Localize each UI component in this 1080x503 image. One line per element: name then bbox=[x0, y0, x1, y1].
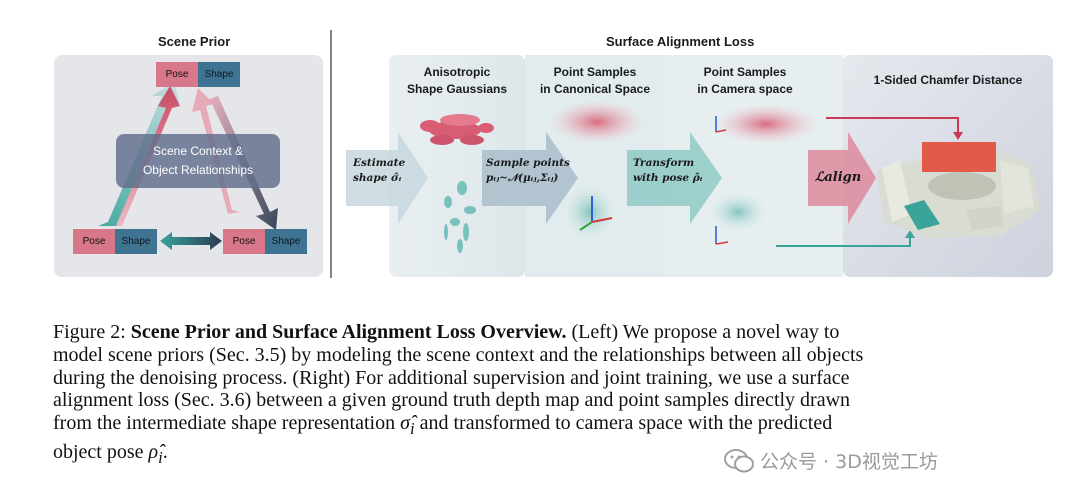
stage1-line2: Shape Gaussians bbox=[406, 82, 508, 96]
loss-label: ℒalign bbox=[815, 170, 862, 185]
stage1-title: Anisotropic Shape Gaussians bbox=[400, 64, 514, 98]
red-gaussians bbox=[420, 114, 494, 145]
caption-line-4: alignment loss (Sec. 3.6) between a give… bbox=[53, 389, 851, 412]
double-arrow bbox=[160, 232, 222, 250]
scene-prior-title: Scene Prior bbox=[158, 34, 231, 49]
caption-line-3: during the denoising process. (Right) Fo… bbox=[53, 366, 850, 389]
canonical-teal-cloud bbox=[564, 184, 616, 240]
step-arrow-3 bbox=[627, 132, 722, 224]
step3-label: Transform with pose ρ̂ᵢ bbox=[633, 156, 702, 186]
step2-line1: Sample points bbox=[486, 157, 570, 169]
caption-lead: Figure 2: bbox=[53, 321, 131, 343]
step1-line2: shape σ̂ᵢ bbox=[353, 172, 402, 184]
teal-connector bbox=[776, 236, 911, 247]
watermark-text: 公众号 · 3D视觉工坊 bbox=[760, 451, 938, 473]
step-arrow-4 bbox=[808, 132, 876, 224]
caption-line5-a: from the intermediate shape representati… bbox=[53, 412, 401, 435]
step2-label: Sample points pᵢⱼ~𝒩(μᵢⱼ,Σᵢⱼ) bbox=[486, 156, 570, 186]
watermark: 公众号 · 3D视觉工坊 bbox=[724, 447, 938, 474]
caption-line1-rest: (Left) We propose a novel way to bbox=[566, 321, 840, 343]
step3-line2: with pose ρ̂ᵢ bbox=[633, 172, 703, 184]
pose-shape-top: Pose Shape bbox=[156, 62, 240, 87]
caption-line-5: from the intermediate shape representati… bbox=[53, 412, 1053, 441]
figure-graphics bbox=[54, 30, 1053, 278]
scene-context-box: Scene Context & Object Relationships bbox=[116, 134, 280, 188]
step1-line1: Estimate bbox=[353, 157, 406, 169]
red-connector bbox=[826, 117, 959, 134]
wechat-icon bbox=[724, 448, 754, 472]
caption-line5-b: and transformed to camera space with the… bbox=[414, 412, 833, 435]
canonical-red-cloud bbox=[549, 100, 645, 144]
step-arrow-2 bbox=[482, 132, 578, 224]
arrow-left-red bbox=[104, 86, 180, 226]
sigma-symbol: σ̂ bbox=[400, 412, 410, 435]
caption-line-2: model scene priors (Sec. 3.5) by modelin… bbox=[53, 343, 864, 366]
camera-teal-cloud bbox=[708, 192, 768, 232]
figure-caption: Figure 2: Scene Prior and Surface Alignm… bbox=[53, 321, 1053, 470]
pose-label: Pose bbox=[73, 229, 115, 254]
pose-label: Pose bbox=[156, 62, 198, 87]
step-arrow-1 bbox=[346, 132, 428, 224]
shape-label: Shape bbox=[115, 229, 157, 254]
surface-alignment-title: Surface Alignment Loss bbox=[606, 34, 755, 49]
context-line-2: Object Relationships bbox=[142, 163, 254, 177]
sigma-subscript: i bbox=[409, 419, 415, 439]
stage3-title: Point Samples in Camera space bbox=[680, 64, 810, 98]
stage3-line1: Point Samples bbox=[703, 65, 787, 79]
pose-shape-bottom-right: Pose Shape bbox=[223, 229, 307, 254]
pose-label: Pose bbox=[223, 229, 265, 254]
stage4-title: 1-Sided Chamfer Distance bbox=[873, 73, 1023, 87]
step3-line1: Transform bbox=[633, 157, 695, 169]
context-line-1: Scene Context & bbox=[152, 144, 244, 158]
figure: Scene Prior Surface Alignment Loss Pose … bbox=[54, 30, 1053, 278]
caption-line-6: object pose ρ̂i. bbox=[53, 441, 1053, 470]
step1-label: Estimate shape σ̂ᵢ bbox=[353, 156, 405, 186]
step2-line2: pᵢⱼ~𝒩(μᵢⱼ,Σᵢⱼ) bbox=[486, 172, 559, 184]
caption-line6-b: . bbox=[162, 440, 168, 463]
stage1-line1: Anisotropic bbox=[423, 65, 491, 79]
stage2-line2: in Canonical Space bbox=[539, 82, 651, 96]
camera-red-cloud bbox=[714, 104, 818, 144]
stage1-bg bbox=[389, 55, 525, 277]
canonical-axes bbox=[579, 196, 613, 231]
rho-subscript: i bbox=[158, 447, 163, 467]
shape-label: Shape bbox=[198, 62, 240, 87]
camera-axes bbox=[715, 116, 729, 245]
pose-shape-bottom-left: Pose Shape bbox=[73, 229, 157, 254]
caption-bold: Scene Prior and Surface Alignment Loss O… bbox=[130, 321, 567, 343]
caption-line-1: Figure 2: Scene Prior and Surface Alignm… bbox=[53, 321, 1053, 344]
stage3-line2: in Camera space bbox=[697, 82, 793, 96]
chamfer-scene bbox=[876, 142, 1040, 238]
shape-label: Shape bbox=[265, 229, 307, 254]
stage2-title: Point Samples in Canonical Space bbox=[530, 64, 660, 98]
stage2-line1: Point Samples bbox=[553, 65, 637, 79]
rho-symbol: ρ̂ bbox=[148, 440, 159, 463]
teal-gaussians bbox=[444, 181, 476, 253]
caption-line6-a: object pose bbox=[53, 440, 149, 463]
